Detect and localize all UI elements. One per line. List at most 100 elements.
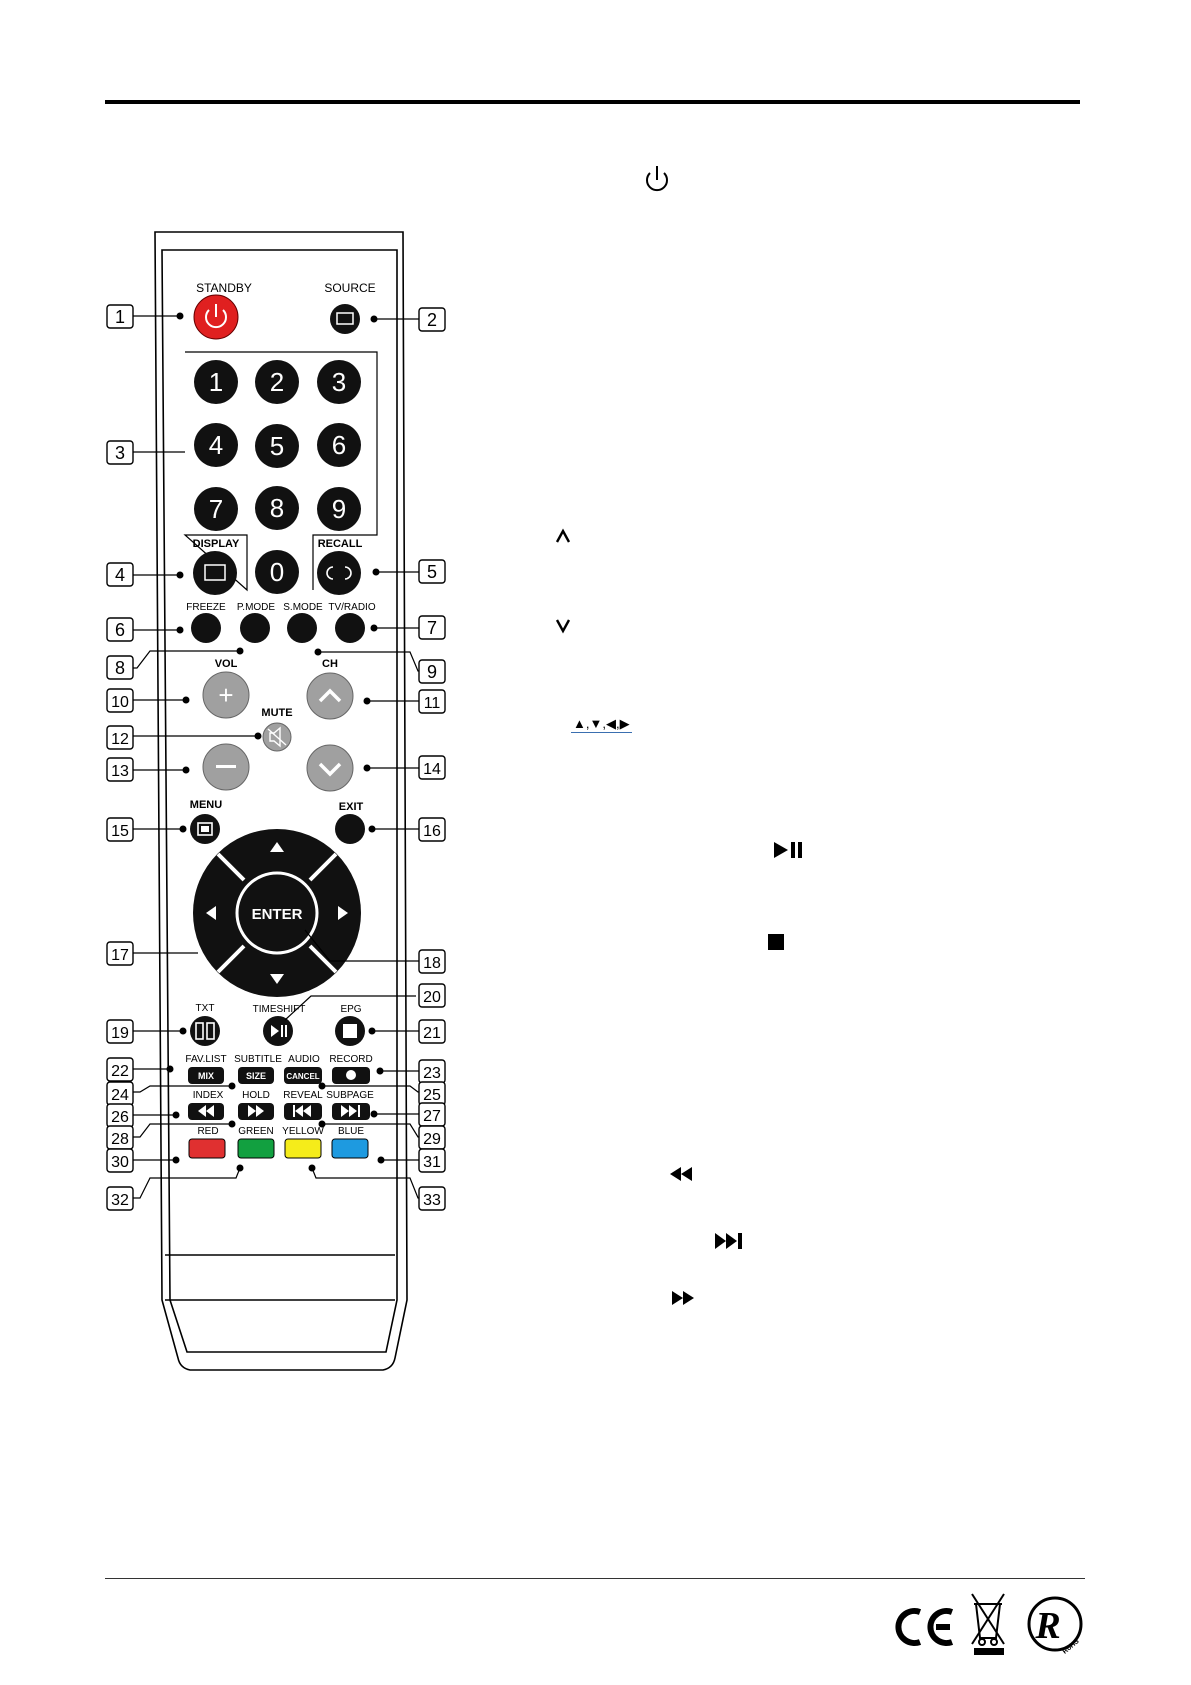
blue-button[interactable] (331, 1138, 369, 1159)
arrow-keys-text: ▲,▼,◀,▶ (571, 716, 632, 733)
ch-down-button[interactable] (306, 744, 354, 792)
mix-button[interactable] (188, 1067, 224, 1084)
left-arrow-icon[interactable] (206, 906, 216, 920)
ch-down-icon (555, 619, 571, 634)
callout-box (106, 562, 134, 587)
callout-number: 4 (115, 565, 125, 585)
source-icon (336, 312, 354, 325)
red-button[interactable] (188, 1138, 226, 1159)
next-icon (341, 1105, 360, 1117)
standby-label: STANDBY (196, 281, 252, 295)
red-label: RED (197, 1126, 218, 1137)
menu-label: MENU (190, 799, 222, 811)
plus-icon: + (218, 680, 233, 710)
source-button[interactable] (330, 304, 360, 334)
callout-number: 17 (111, 947, 129, 964)
tvradio-button[interactable] (335, 613, 365, 643)
recall-button[interactable] (317, 551, 361, 595)
callout-number: 7 (427, 618, 437, 638)
source-label: SOURCE (324, 281, 375, 295)
leader-lines (130, 315, 427, 1199)
digit-label: 6 (332, 430, 346, 460)
callout-number: 3 (115, 443, 125, 463)
power-icon (646, 166, 668, 192)
size-label: SIZE (246, 1071, 266, 1081)
favlist-label: FAV.LIST (185, 1054, 226, 1065)
vol-up-button[interactable] (202, 671, 250, 719)
callout-box (106, 757, 134, 782)
previous-icon (293, 1105, 311, 1117)
yellow-button[interactable] (284, 1138, 322, 1159)
top-rule (105, 100, 1080, 104)
callout-box (418, 755, 446, 780)
callout-number: 14 (423, 761, 441, 778)
display-button[interactable] (193, 551, 237, 595)
recall-label: RECALL (318, 538, 363, 550)
callout-number: 22 (111, 1063, 129, 1080)
callout-box (106, 1186, 134, 1211)
down-arrow-icon[interactable] (270, 974, 284, 984)
callout-number: 26 (111, 1109, 129, 1126)
fast-forward-icon (672, 1291, 694, 1305)
callout-box (106, 941, 134, 966)
callout-box (418, 817, 446, 842)
callout-box (418, 659, 446, 684)
callout-number: 6 (115, 620, 125, 640)
txt-label: TXT (196, 1003, 215, 1014)
smode-button[interactable] (287, 613, 317, 643)
green-button[interactable] (237, 1138, 275, 1159)
subtitle-label: SUBTITLE (234, 1054, 282, 1065)
play-pause-icon (774, 842, 802, 858)
callout-number: 20 (423, 989, 441, 1006)
svg-text:R: R (1034, 1605, 1060, 1647)
digit-5-button[interactable] (255, 424, 299, 468)
digit-1-button[interactable] (194, 360, 238, 404)
callout-number: 31 (423, 1154, 441, 1171)
callout-box (418, 615, 446, 640)
digit-6-button[interactable] (317, 423, 361, 467)
digit-9-button[interactable] (317, 487, 361, 531)
digit-7-button[interactable] (194, 487, 238, 531)
callout-number: 27 (423, 1108, 441, 1125)
epg-label: EPG (340, 1004, 361, 1015)
digit-4-button[interactable] (194, 423, 238, 467)
mute-icon (267, 726, 287, 748)
callout-box (418, 949, 446, 974)
callout-number: 1 (115, 307, 125, 327)
record-dot-icon (346, 1070, 356, 1080)
exit-button[interactable] (335, 814, 365, 844)
digit-label: 4 (209, 430, 223, 460)
ch-up-button[interactable] (306, 672, 354, 720)
chevron-up-icon (318, 688, 342, 703)
remote-body (154, 231, 408, 1371)
callout-box (106, 1019, 134, 1044)
up-arrow-icon[interactable] (270, 842, 284, 852)
callout-number: 23 (423, 1065, 441, 1082)
freeze-button[interactable] (191, 613, 221, 643)
digit-8-button[interactable] (255, 486, 299, 530)
digit-2-button[interactable] (255, 360, 299, 404)
digit-label: 5 (270, 431, 284, 461)
direction-pad: ENTER (193, 829, 361, 997)
callout-number: 13 (111, 763, 129, 780)
pmode-button[interactable] (240, 613, 270, 643)
digit-label: 7 (209, 494, 223, 524)
callout-number: 33 (423, 1192, 441, 1209)
enter-button[interactable] (235, 871, 319, 955)
hold-label: HOLD (242, 1090, 270, 1101)
callout-number: 5 (427, 562, 437, 582)
callout-box (418, 1186, 446, 1211)
txt-icon (195, 1022, 215, 1040)
digit-0-button[interactable] (255, 550, 299, 594)
txt-button[interactable] (190, 1016, 220, 1046)
cancel-button[interactable] (284, 1067, 322, 1084)
mute-label: MUTE (261, 707, 292, 719)
svg-text:RoHS: RoHS (1061, 1638, 1080, 1656)
callout-number: 12 (111, 731, 129, 748)
callout-box (106, 304, 134, 329)
digit-3-button[interactable] (317, 360, 361, 404)
callout-number: 18 (423, 955, 441, 972)
size-button[interactable] (238, 1067, 274, 1084)
callout-box (418, 307, 446, 332)
right-arrow-icon[interactable] (338, 906, 348, 920)
